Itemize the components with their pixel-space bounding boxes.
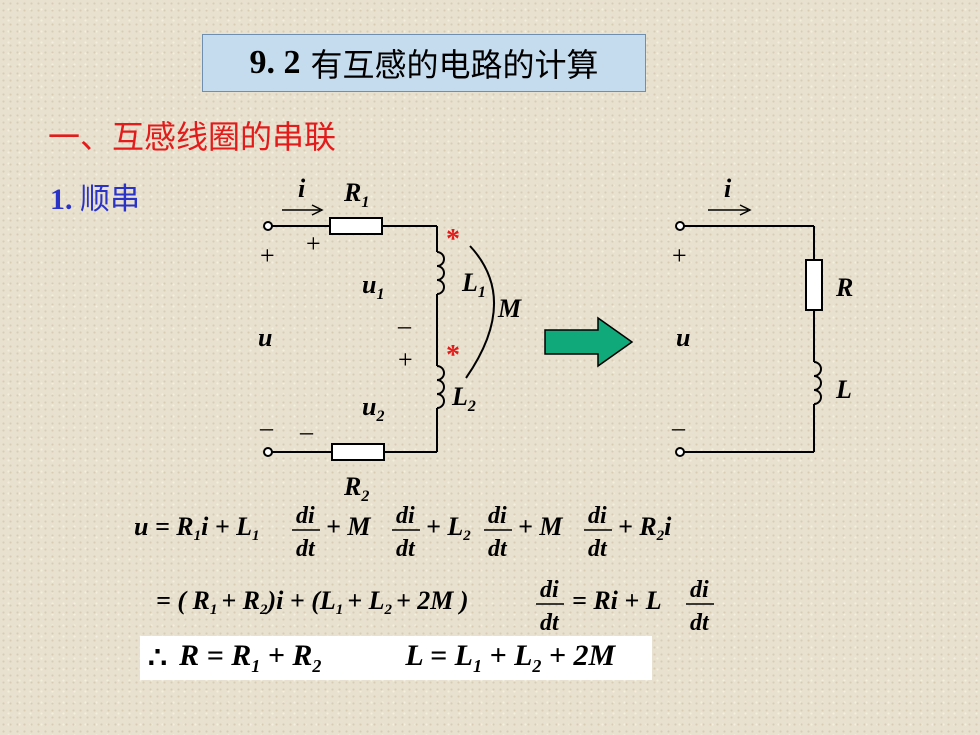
title-text: 有互感的电路的计算 xyxy=(310,46,599,84)
result-l-expression: L = L1 + L2 + 2M xyxy=(405,639,616,676)
svg-text:R2: R2 xyxy=(343,472,369,505)
eq2-frac2-num: di xyxy=(690,577,709,603)
right-u-minus: – xyxy=(671,413,686,442)
section-heading: 一、互感线圈的串联 xyxy=(48,118,337,156)
equivalence-arrow xyxy=(544,316,634,368)
eq2-text: = ( R1+ R2)i + (L1+ L2+ 2M ) xyxy=(156,586,469,618)
eq1-m1: + M xyxy=(326,512,371,541)
svg-text:L1: L1 xyxy=(461,268,486,301)
l1-label: L xyxy=(461,268,478,297)
subsection-heading: 1. 顺串 xyxy=(50,174,140,218)
left-current-label: i xyxy=(298,174,306,203)
right-u-label: u xyxy=(676,323,690,352)
title-number: 9. 2 xyxy=(249,44,301,81)
resistor-r xyxy=(805,259,823,311)
resistor-r1 xyxy=(329,217,383,235)
mutual-label: M xyxy=(497,294,522,323)
result-box: ∴ R = R1 + R2 L = L1 + L2 + 2M xyxy=(140,636,652,680)
r1-sub: 1 xyxy=(361,194,369,211)
eq1-frac1-den: dt xyxy=(296,536,316,562)
eq1-frac3-den: dt xyxy=(488,536,508,562)
r1-label: R xyxy=(343,178,361,207)
right-top-terminal xyxy=(675,221,685,231)
u2-label: u xyxy=(362,392,376,421)
svg-text:L2: L2 xyxy=(451,382,476,415)
result-r-expression: R = R1 + R2 xyxy=(179,639,322,676)
eq1-frac4-num: di xyxy=(588,503,607,529)
eq1-r2: + R2i xyxy=(618,512,672,544)
eq1-frac2-den: dt xyxy=(396,536,416,562)
resistor-r2 xyxy=(331,443,385,461)
dot-mark-l2: * xyxy=(446,340,460,371)
inductor-l xyxy=(813,361,822,405)
title-box: 9. 2 有互感的电路的计算 xyxy=(202,34,646,92)
u-plus: + xyxy=(260,241,275,270)
r-label: R xyxy=(835,273,853,302)
left-top-terminal xyxy=(263,221,273,231)
u1-sub: 1 xyxy=(376,286,384,303)
eq1-frac2-num: di xyxy=(396,503,415,529)
svg-text:u1: u1 xyxy=(362,270,384,303)
eq2-frac2-den: dt xyxy=(690,610,710,636)
eq1-text: u = R1i + L1 xyxy=(134,512,260,544)
u1-plus: + xyxy=(306,229,321,258)
eq2-frac1-num: di xyxy=(540,577,559,603)
l-label: L xyxy=(835,375,852,404)
right-u-plus: + xyxy=(672,241,687,270)
u2-plus: + xyxy=(398,345,413,374)
eq1-frac1-num: di xyxy=(296,503,315,529)
r2-label: R xyxy=(343,472,361,501)
right-bottom-terminal xyxy=(675,447,685,457)
u2-sub: 2 xyxy=(375,408,384,425)
eq1-l2: + L2 xyxy=(426,512,471,544)
eq2-tail: = Ri + L xyxy=(572,586,662,615)
dot-mark-l1: * xyxy=(446,224,460,255)
r2-sub: 2 xyxy=(360,488,369,505)
inductor-l1 xyxy=(436,251,445,295)
eq1-m2: + M xyxy=(518,512,563,541)
l2-sub: 2 xyxy=(467,398,476,415)
left-bottom-terminal xyxy=(263,447,273,457)
u-label: u xyxy=(258,323,272,352)
eq2-frac1-den: dt xyxy=(540,610,560,636)
u1-minus: – xyxy=(397,311,412,340)
subsection-text: 顺串 xyxy=(80,182,140,217)
mutual-arc xyxy=(465,245,495,379)
inductor-l2 xyxy=(436,365,445,409)
u1-label: u xyxy=(362,270,376,299)
svg-text:u2: u2 xyxy=(362,392,384,425)
therefore-symbol: ∴ xyxy=(148,641,168,675)
u2-minus: – xyxy=(299,417,314,446)
subsection-number: 1. xyxy=(50,183,73,216)
eq1-frac4-den: dt xyxy=(588,536,608,562)
right-current-label: i xyxy=(724,174,732,203)
svg-text:R1: R1 xyxy=(343,178,369,211)
eq1-frac3-num: di xyxy=(488,503,507,529)
l1-sub: 1 xyxy=(478,284,486,301)
l2-label: L xyxy=(451,382,468,411)
u-minus: – xyxy=(259,413,274,442)
